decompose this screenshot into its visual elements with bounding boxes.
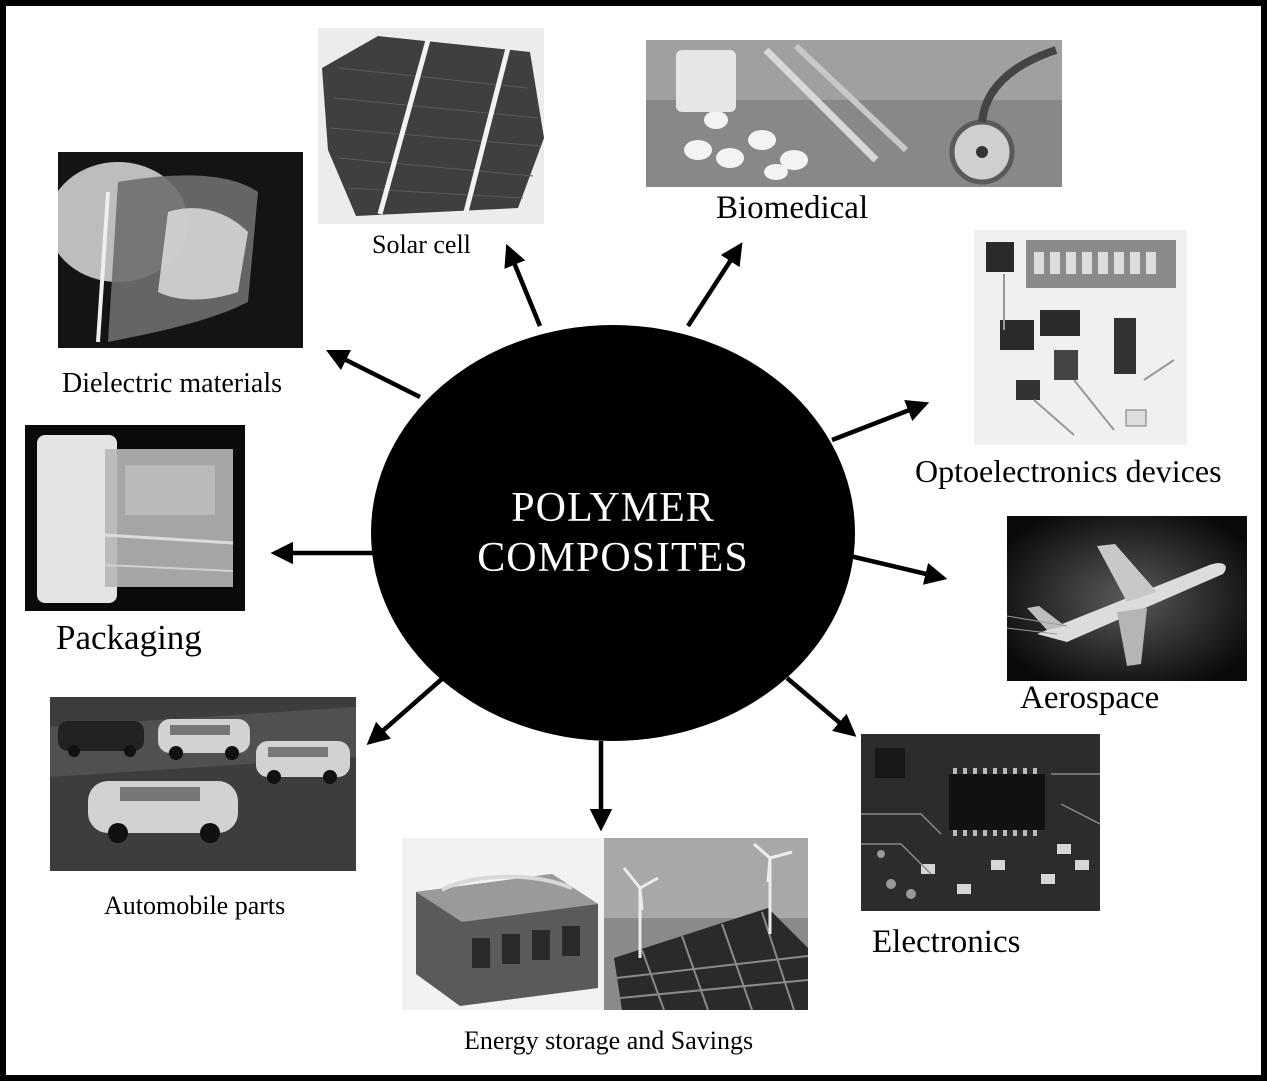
packaging-image [25,425,245,611]
solar-cell-image [318,28,544,224]
label-energy-storage: Energy storage and Savings [464,1026,754,1055]
label-solar-cell: Solar cell [372,230,471,259]
label-aerospace: Aerospace [1020,680,1160,716]
arrow-electronics [785,676,857,737]
arrow-aerospace [849,553,948,585]
arrow-biomedical [686,242,743,328]
aerospace-image [1007,516,1247,681]
hub-title-line2: COMPOSITES [477,535,749,581]
arrow-solar-cell [504,243,543,327]
label-electronics: Electronics [872,924,1021,960]
arrow-automobile [366,676,445,745]
hub-title-line1: POLYMER [511,485,715,531]
label-automobile-parts: Automobile parts [104,891,286,920]
arrow-dielectric [325,349,422,400]
dielectric-materials-image [58,152,303,348]
polymer-composites-hub: POLYMER COMPOSITES [371,325,855,741]
arrow-optoelectronics [831,400,930,443]
optoelectronics-image [974,230,1187,445]
automobile-parts-image [50,697,356,871]
label-optoelectronics-devices: Optoelectronics devices [915,453,1222,489]
energy-storage-image [402,838,808,1010]
label-packaging: Packaging [56,618,202,657]
label-dielectric-materials: Dielectric materials [62,368,282,399]
electronics-image [861,734,1100,911]
label-biomedical: Biomedical [716,190,869,226]
biomedical-image [646,40,1062,187]
